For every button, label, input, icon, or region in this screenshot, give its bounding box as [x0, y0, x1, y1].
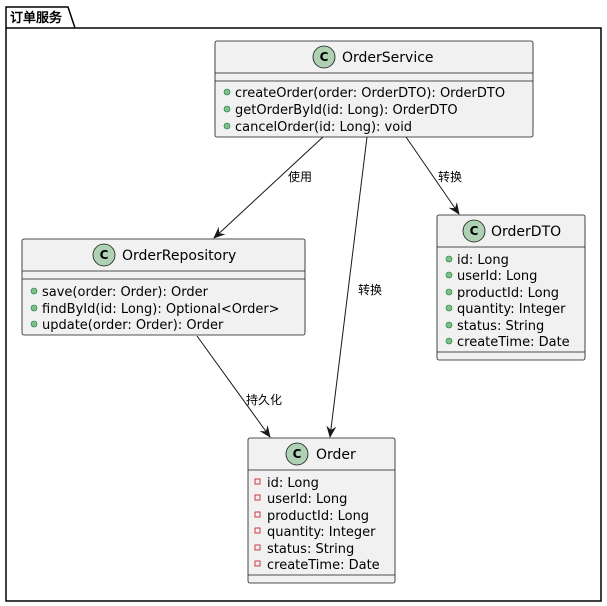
relations: 使用 转换 转换 持久化	[196, 136, 462, 438]
public-marker-icon	[30, 320, 38, 328]
public-marker-icon	[30, 304, 38, 312]
public-marker-icon	[30, 287, 38, 295]
relation-service-dto	[405, 136, 460, 215]
private-marker-icon	[254, 478, 261, 485]
class-order[interactable]: C Order id: Long userId: Long productId:…	[247, 437, 396, 584]
relation-service-repository	[213, 136, 324, 239]
class-icon-letter: C	[293, 447, 302, 461]
method-update: update(order: Order): Order	[42, 318, 224, 333]
field-create-time: createTime: Date	[457, 335, 570, 350]
relation-service-order	[326, 136, 368, 438]
class-icon-letter: C	[470, 224, 479, 238]
private-marker-icon	[254, 511, 261, 518]
class-name: OrderDTO	[491, 224, 561, 240]
public-marker-icon	[223, 105, 231, 113]
field-status: status: String	[267, 542, 354, 557]
private-marker-icon	[254, 494, 261, 501]
field-product-id: productId: Long	[267, 509, 369, 524]
class-order-service[interactable]: C OrderService createOrder(order: OrderD…	[214, 40, 534, 138]
relation-label-convert-order: 转换	[358, 282, 382, 297]
field-status: status: String	[457, 319, 544, 334]
field-product-id: productId: Long	[457, 286, 559, 301]
field-quantity: quantity: Integer	[267, 525, 376, 540]
private-marker-icon	[254, 560, 261, 567]
public-marker-icon	[223, 122, 231, 130]
method-cancel-order: cancelOrder(id: Long): void	[235, 120, 412, 135]
public-marker-icon	[445, 288, 453, 296]
public-marker-icon	[445, 337, 453, 345]
relation-repository-order	[196, 335, 271, 438]
private-marker-icon	[254, 527, 261, 534]
field-quantity: quantity: Integer	[457, 302, 566, 317]
method-get-order-by-id: getOrderById(id: Long): OrderDTO	[235, 103, 458, 118]
relation-label-convert-dto: 转换	[438, 169, 462, 184]
private-marker-icon	[254, 544, 261, 551]
method-find-by-id: findById(id: Long): Optional<Order>	[42, 302, 280, 317]
class-icon	[462, 219, 486, 243]
field-user-id: userId: Long	[267, 492, 347, 507]
class-icon	[285, 442, 309, 466]
package-frame: 订单服务	[5, 6, 602, 602]
method-create-order: createOrder(order: OrderDTO): OrderDTO	[235, 86, 505, 101]
public-marker-icon	[223, 88, 231, 96]
class-order-dto[interactable]: C OrderDTO id: Long userId: Long product…	[436, 214, 586, 361]
class-name: OrderService	[342, 50, 434, 66]
class-name: Order	[316, 447, 356, 463]
class-order-repository[interactable]: C OrderRepository save(order: Order): Or…	[21, 238, 306, 336]
public-marker-icon	[445, 304, 453, 312]
field-user-id: userId: Long	[457, 269, 537, 284]
class-icon-letter: C	[320, 50, 329, 64]
public-marker-icon	[445, 271, 453, 279]
class-icon	[92, 243, 116, 267]
method-save: save(order: Order): Order	[42, 285, 209, 300]
class-name: OrderRepository	[122, 248, 236, 264]
field-create-time: createTime: Date	[267, 558, 380, 573]
class-icon	[312, 45, 336, 69]
package-title: 订单服务	[10, 10, 63, 26]
class-icon-letter: C	[100, 248, 109, 262]
field-id: id: Long	[267, 476, 319, 491]
public-marker-icon	[445, 255, 453, 263]
public-marker-icon	[445, 321, 453, 329]
relation-label-use: 使用	[288, 169, 312, 184]
relation-label-persist: 持久化	[246, 392, 282, 407]
field-id: id: Long	[457, 253, 509, 268]
